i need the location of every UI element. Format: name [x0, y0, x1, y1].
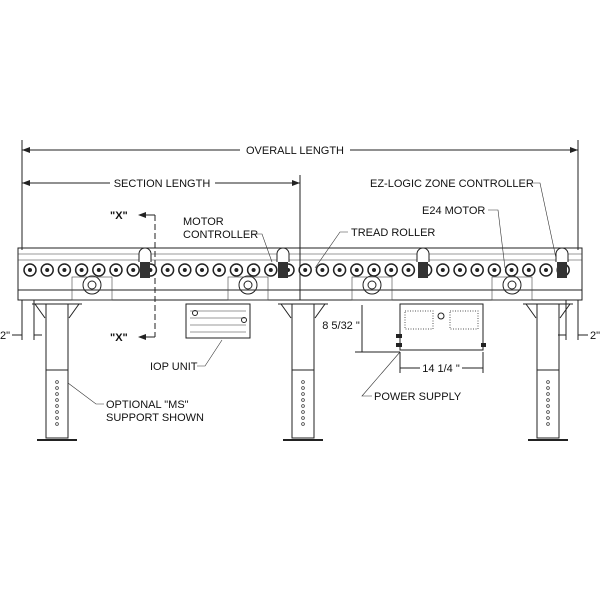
left-offset-label: 2" [0, 330, 10, 342]
e24-motor [491, 275, 533, 301]
e24-motor [351, 275, 393, 301]
support-legs [32, 303, 573, 441]
tread-roller [57, 263, 72, 277]
tread-roller [487, 263, 502, 277]
e24-motor [71, 275, 113, 301]
tread-roller [160, 263, 175, 277]
power-supply [396, 303, 486, 351]
section-marker-top: "X" [110, 210, 128, 222]
right-offset-label: 2" [590, 330, 600, 342]
optional-ms-label-1: OPTIONAL "MS" [106, 399, 189, 411]
tread-rollers [23, 263, 570, 277]
callouts: MOTOR CONTROLLER TREAD ROLLER EZ-LOGIC Z… [67, 178, 557, 424]
tread-roller [23, 263, 37, 277]
left-offset-dimension: 2" [0, 300, 42, 342]
tread-roller [195, 263, 209, 277]
tread-roller-label: TREAD ROLLER [351, 227, 435, 239]
zone-controller [276, 247, 290, 278]
tread-roller [401, 263, 416, 277]
motor-controller-label-2: CONTROLLER [183, 229, 258, 241]
tread-roller [315, 263, 330, 277]
motor-controller-label-1: MOTOR [183, 216, 224, 228]
e24-motor-label: E24 MOTOR [422, 205, 485, 217]
power-supply-height-dimension: 8 5/32 " [322, 305, 400, 353]
tread-roller [470, 263, 484, 277]
tread-roller [178, 263, 192, 277]
tread-roller [126, 263, 140, 277]
power-supply-width-dimension: 14 1/4 " [399, 352, 484, 375]
tread-roller [229, 263, 244, 277]
support-leg [32, 303, 82, 441]
zone-controller [555, 247, 569, 278]
tread-roller [298, 263, 312, 277]
tread-roller [522, 263, 536, 277]
tread-roller [109, 263, 123, 277]
tread-roller [332, 263, 347, 277]
width-dimension-label: 14 1/4 " [422, 363, 460, 375]
power-supply-label: POWER SUPPLY [374, 391, 462, 403]
iop-unit-label: IOP UNIT [150, 361, 198, 373]
section-marker-bottom: "X" [110, 332, 128, 344]
section-length-dimension: SECTION LENGTH [22, 175, 301, 250]
tread-roller [504, 263, 519, 277]
ez-logic-label: EZ-LOGIC ZONE CONTROLLER [370, 178, 534, 190]
tread-roller [40, 263, 54, 277]
e24-motors [71, 247, 569, 301]
section-cut-marker: "X" "X" [110, 210, 156, 344]
zone-controller [138, 247, 152, 278]
overall-length-dimension: OVERALL LENGTH [21, 140, 579, 250]
support-leg [523, 303, 573, 441]
tread-roller [384, 263, 398, 277]
section-length-label: SECTION LENGTH [114, 178, 211, 190]
overall-length-label: OVERALL LENGTH [246, 145, 344, 157]
tread-roller [74, 263, 89, 277]
tread-roller [212, 263, 226, 277]
support-leg [278, 303, 328, 441]
height-dimension-label: 8 5/32 " [322, 320, 360, 332]
zone-controller [416, 247, 430, 278]
optional-ms-label-2: SUPPORT SHOWN [106, 412, 204, 424]
conveyor-frame [17, 247, 583, 301]
tread-roller [350, 263, 364, 277]
tread-roller [367, 263, 381, 277]
tread-roller [539, 263, 553, 277]
tread-roller [264, 263, 278, 277]
tread-roller [453, 263, 467, 277]
tread-roller [246, 263, 261, 277]
tread-roller [436, 263, 450, 277]
right-offset-dimension: 2" [558, 300, 600, 342]
e24-motor [227, 275, 269, 301]
tread-roller [92, 263, 106, 277]
iop-unit [185, 303, 251, 339]
